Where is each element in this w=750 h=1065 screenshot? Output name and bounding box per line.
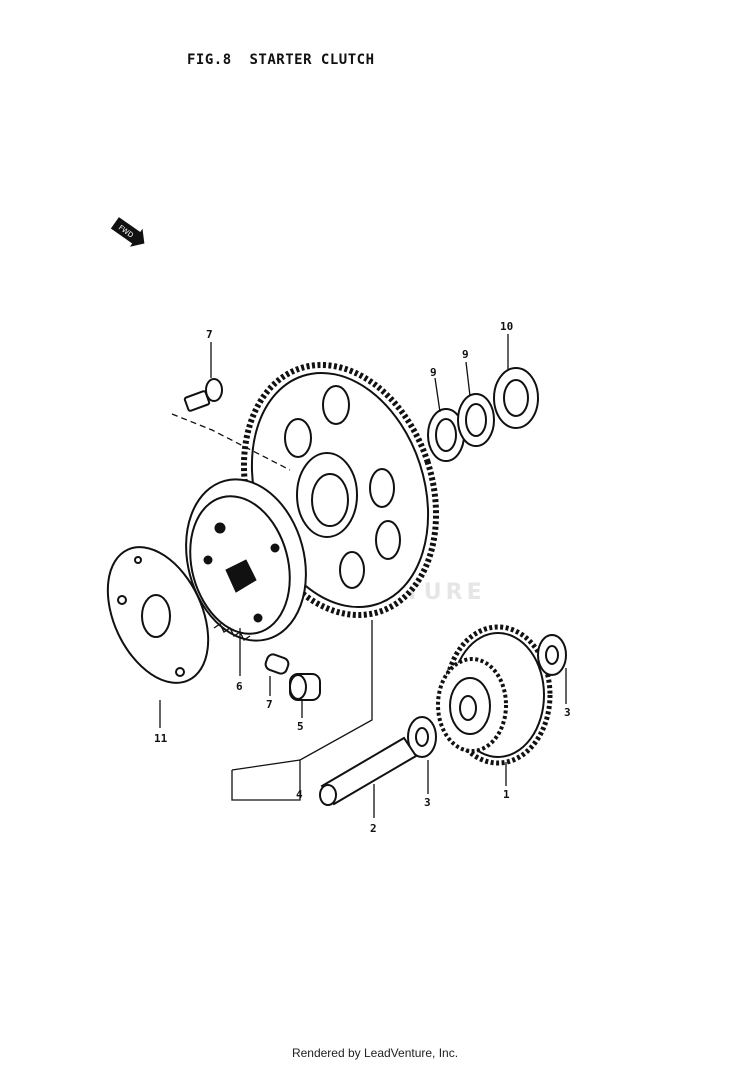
callout-9b: 9 <box>462 348 469 361</box>
footer-credit: Rendered by LeadVenture, Inc. <box>291 1046 459 1060</box>
bolt <box>183 378 223 412</box>
thrust-washer <box>493 367 539 429</box>
spring <box>213 623 251 641</box>
callout-2: 2 <box>370 822 377 835</box>
callout-3-right: 3 <box>564 706 571 719</box>
idle-gear-shaft <box>319 736 418 806</box>
callout-6: 6 <box>236 680 243 693</box>
callout-5: 5 <box>297 720 304 733</box>
clutch-plate <box>106 546 210 684</box>
needle-bearing-b <box>457 393 495 447</box>
clutch-housing <box>185 478 307 642</box>
starter-idle-gear <box>436 624 553 766</box>
callout-4: 4 <box>296 788 303 801</box>
callout-9a: 9 <box>430 366 437 379</box>
washer-left <box>407 716 437 758</box>
fwd-arrow-icon: FWD <box>110 217 145 247</box>
figure-title: FIG.8 STARTER CLUTCH <box>187 52 375 68</box>
callout-10: 10 <box>500 320 513 333</box>
roller <box>264 653 290 675</box>
callout-3-left: 3 <box>424 796 431 809</box>
callout-8: 7 <box>206 328 213 341</box>
washer-right <box>537 634 567 676</box>
callout-1: 1 <box>503 788 510 801</box>
leader-lines <box>159 334 567 818</box>
roller-cap <box>289 673 321 701</box>
callout-11: 11 <box>154 732 168 745</box>
callout-7: 7 <box>266 698 273 711</box>
